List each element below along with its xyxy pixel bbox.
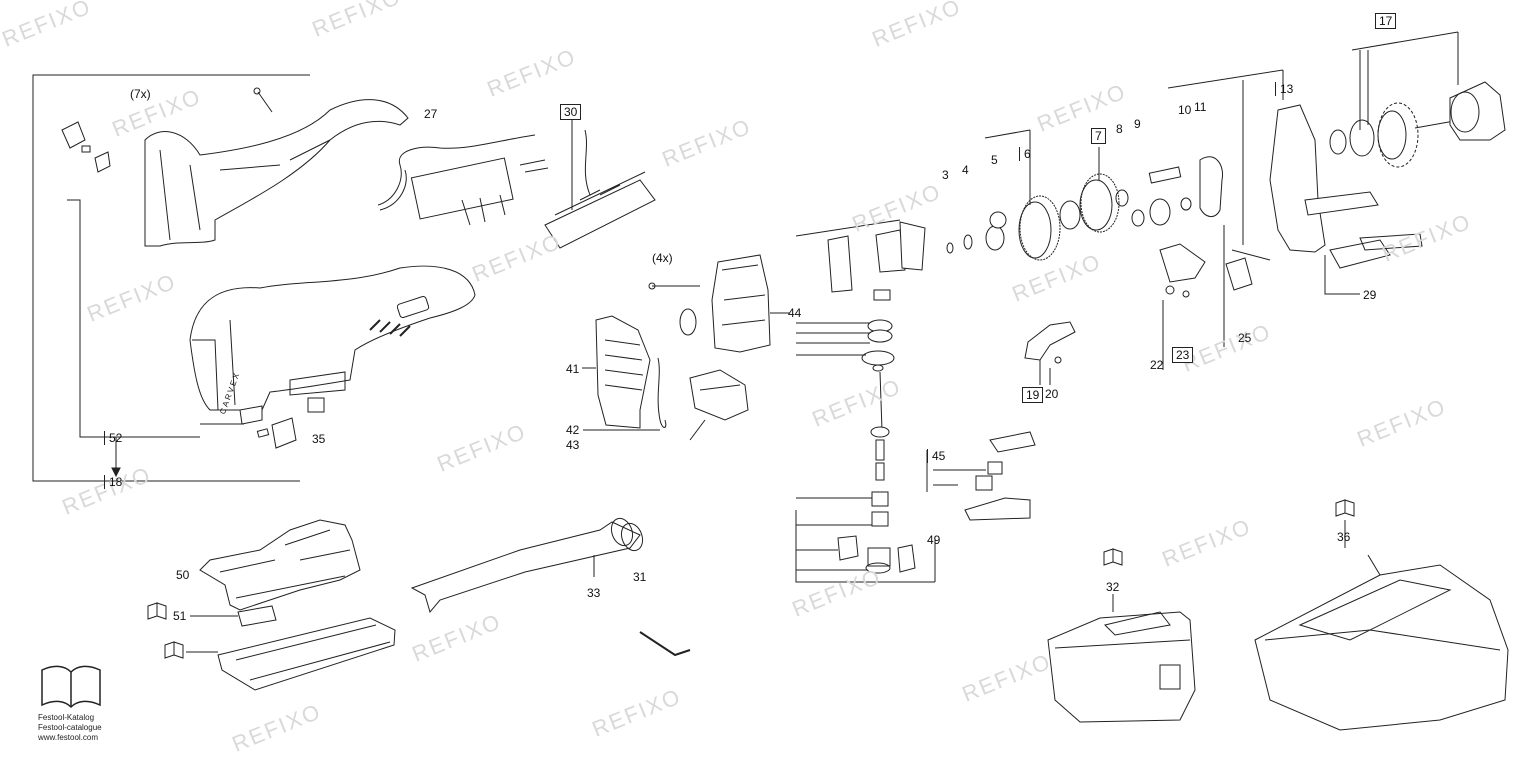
- assembly-bracket-18: [32, 74, 310, 482]
- part-label-43: 43: [566, 438, 580, 452]
- part-label-20: 20: [1045, 387, 1059, 401]
- tool-body-housing: [189, 265, 476, 411]
- charger-36: [1254, 520, 1509, 731]
- catalog-url[interactable]: www.festool.com: [38, 733, 99, 742]
- part-label-8: 8: [1116, 122, 1123, 136]
- part-label-13: 13: [1275, 82, 1293, 96]
- switch-module-30: [544, 118, 656, 249]
- book-icon-51: [147, 602, 167, 620]
- part-label-32: 32: [1106, 580, 1120, 594]
- sole-insert-51: [186, 605, 396, 691]
- cable-27: [377, 134, 549, 226]
- part-label-4: 4: [962, 163, 969, 177]
- battery-32: [1047, 594, 1196, 723]
- motor-17: [1329, 31, 1506, 168]
- multiplier-4x-label: (4x): [652, 251, 673, 265]
- cover-41: [582, 315, 667, 431]
- catalog-line-de: Festool-Katalog: [38, 713, 95, 722]
- part-label-7: 7: [1091, 128, 1106, 144]
- base-plate-50: [199, 519, 361, 611]
- part-label-35: 35: [312, 432, 326, 446]
- part-label-10: 10: [1178, 103, 1192, 117]
- part-label-44: 44: [788, 306, 802, 320]
- hex-key: [639, 631, 691, 657]
- part-label-30: 30: [560, 104, 582, 120]
- bracket-part: [689, 369, 749, 441]
- part-label-9: 9: [1134, 117, 1141, 131]
- part-label-36: 36: [1337, 530, 1351, 544]
- part-label-51: 51: [173, 609, 187, 623]
- part-label-27: 27: [424, 107, 438, 121]
- motor-housing-13: [1269, 70, 1423, 295]
- support-arm-19: [1024, 321, 1076, 385]
- small-parts-35: [200, 397, 325, 449]
- gear-train: [946, 69, 1284, 261]
- part-label-17: 17: [1375, 13, 1397, 29]
- tube-33: [410, 517, 644, 614]
- book-icon-plate: [164, 641, 184, 659]
- catalog-reference: Festool-Katalog Festool-catalogue www.fe…: [38, 713, 102, 743]
- part-label-11: 11: [1194, 100, 1207, 114]
- part-label-49: 49: [927, 533, 941, 547]
- part-label-41: 41: [566, 362, 580, 376]
- upper-housing-shell: [144, 87, 409, 247]
- part-label-45: 45: [927, 449, 945, 463]
- part-label-42: 42: [566, 423, 580, 437]
- multiplier-7x-label: (7x): [130, 87, 151, 101]
- part-label-22: 22: [1150, 358, 1164, 372]
- part-label-6: 6: [1019, 147, 1031, 161]
- part-label-18: 18: [104, 475, 122, 489]
- part-label-19: 19: [1022, 387, 1044, 403]
- part-label-3: 3: [942, 168, 949, 182]
- part-label-23: 23: [1172, 347, 1194, 363]
- part-label-33: 33: [587, 586, 601, 600]
- switch-parts-52: [61, 121, 111, 173]
- part-label-29: 29: [1363, 288, 1377, 302]
- gear-housing-44: [648, 254, 790, 353]
- catalog-line-en: Festool-catalogue: [38, 723, 102, 732]
- part-label-50: 50: [176, 568, 190, 582]
- part-label-5: 5: [991, 153, 998, 167]
- stroke-rod-assembly: [795, 219, 936, 583]
- blade-clamp-45: [926, 431, 1036, 521]
- part-label-31: 31: [633, 570, 647, 584]
- book-icon-32: [1103, 548, 1123, 566]
- pendulum-lever-22: [1159, 80, 1271, 370]
- part-label-25: 25: [1238, 331, 1252, 345]
- book-icon-36: [1335, 499, 1355, 517]
- part-label-52: 52: [104, 431, 122, 445]
- catalog-book-icon: [41, 665, 101, 709]
